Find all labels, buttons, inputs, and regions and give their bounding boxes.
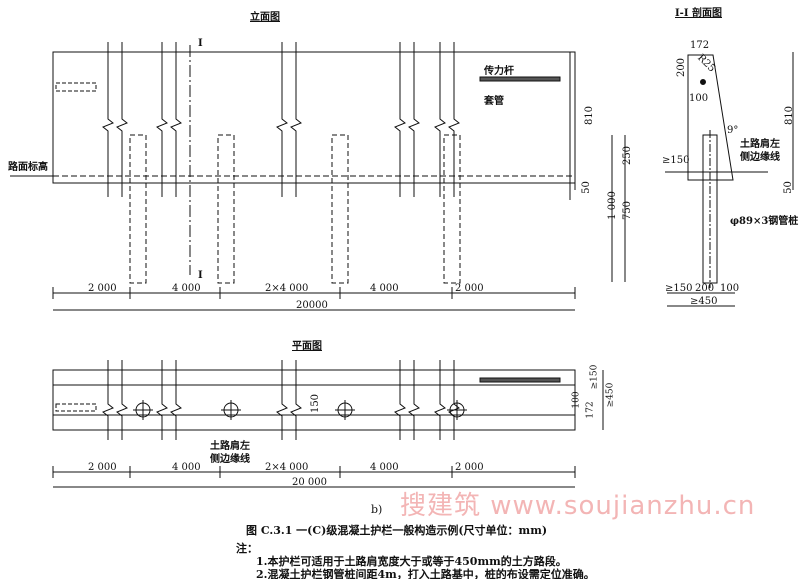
sec-ge150: ≥150 [662,155,690,166]
dim-seg-4: 4 000 [370,283,399,294]
sec-1000: 1 000 [606,191,618,220]
dim-seg-3: 2×4 000 [265,283,309,294]
sec-b200: 200 [695,283,715,294]
sec-angle: 9° [727,125,739,136]
dim-total: 20000 [296,300,328,311]
figure-caption: 图 C.3.1 一(C)级混凝土护栏一般构造示例(尺寸单位：mm) [246,524,548,537]
title-plan: 平面图 [292,341,322,352]
label-road-level: 路面标高 [8,162,48,173]
post-edge [102,360,114,440]
sec-b100: 100 [720,283,740,294]
barrier-section [687,54,734,181]
post-edge [394,42,406,197]
plan-150: 150 [310,393,322,414]
post-edge [434,360,446,440]
plan-r100: 100 [571,391,582,409]
dim-seg-2: 4 000 [172,283,201,294]
post-edge [290,360,302,440]
post-edge [102,42,114,197]
bar-position [700,79,706,85]
post-edge [434,42,446,197]
sleeve-plan [55,403,97,412]
plan-seg-4: 4 000 [370,462,399,473]
label-pile: φ89×3钢管桩 [730,216,799,227]
plan-view [52,360,604,488]
title-elevation: 立面图 [250,12,280,23]
sec-200: 200 [676,57,688,78]
elevation-piles [129,134,461,284]
pile-dashed [331,134,349,284]
plan-total: 20 000 [292,477,327,488]
plan-seg-3: 2×4 000 [265,462,309,473]
shoulder-edge-line2: 侧边缘线 [740,152,780,163]
note-2: 2.混凝土护栏钢管桩间距4m，打入土路基中，桩的布设需定位准确。 [256,568,595,579]
shoulder-edge-line1: 土路肩左 [740,139,780,150]
sec-172: 172 [690,40,710,51]
dim-seg-5: 2 000 [455,283,484,294]
plan-seg-1: 2 000 [88,462,117,473]
sub-label: b) [371,503,383,516]
sleeve-left [55,82,97,92]
post-edge [170,360,182,440]
label-sleeve: 套管 [484,96,504,107]
plan-r172: 172 [585,401,596,419]
post-edge [170,42,182,197]
post-edge [276,42,288,197]
label-transfer-bar: 传力杆 [484,66,514,77]
section-mark-top: I [198,38,203,49]
post-edge [156,42,168,197]
dim-810: 810 [584,105,596,126]
post-edge [116,360,128,440]
title-section: I-I 剖面图 [675,8,722,19]
sec-b450: ≥450 [690,296,718,307]
section-mark-bottom: I [198,270,203,281]
post-edge [290,42,302,197]
plan-seg-2: 4 000 [172,462,201,473]
plan-posts [102,360,467,440]
sec-b150: ≥150 [665,283,693,294]
shoulder-edge-line1: 土路肩左 [210,441,250,452]
plan-r150: ≥150 [589,364,600,390]
dim-seg-1: 2 000 [88,283,117,294]
plan-r450: ≥450 [605,382,616,408]
section-view [574,52,794,307]
transfer-bar-plan [479,377,561,383]
post-edge [116,42,128,197]
label-shoulder-edge-plan: 土路肩左侧边缘线 [210,440,250,466]
barrier-plan-outline [52,369,576,431]
post-edge [394,360,406,440]
plan-seg-5: 2 000 [455,462,484,473]
sec-750: 750 [622,200,634,221]
pile-dashed [217,134,235,284]
post-edge [448,42,460,197]
watermark: 搜建筑 www.soujianzhu.cn [400,491,756,521]
label-shoulder-edge: 土路肩左侧边缘线 [740,138,780,164]
post-edge [408,42,420,197]
post-edge [156,360,168,440]
transfer-bar [479,76,561,82]
sec-50: 50 [782,181,794,194]
sec-810: 810 [784,105,796,126]
elevation-posts [102,42,460,197]
pile-dashed [129,134,147,284]
note-1: 1.本护栏可适用于土路肩宽度大于或等于450mm的土方路段。 [256,555,567,568]
sec-250: 250 [622,145,634,166]
shoulder-edge-line2: 侧边缘线 [210,454,250,465]
pile-dashed [443,134,461,284]
post-edge [408,360,420,440]
dim-50: 50 [580,181,592,194]
notes-heading: 注： [236,542,258,555]
post-edge [276,360,288,440]
sec-100: 100 [689,93,709,104]
elevation-view [10,42,576,311]
